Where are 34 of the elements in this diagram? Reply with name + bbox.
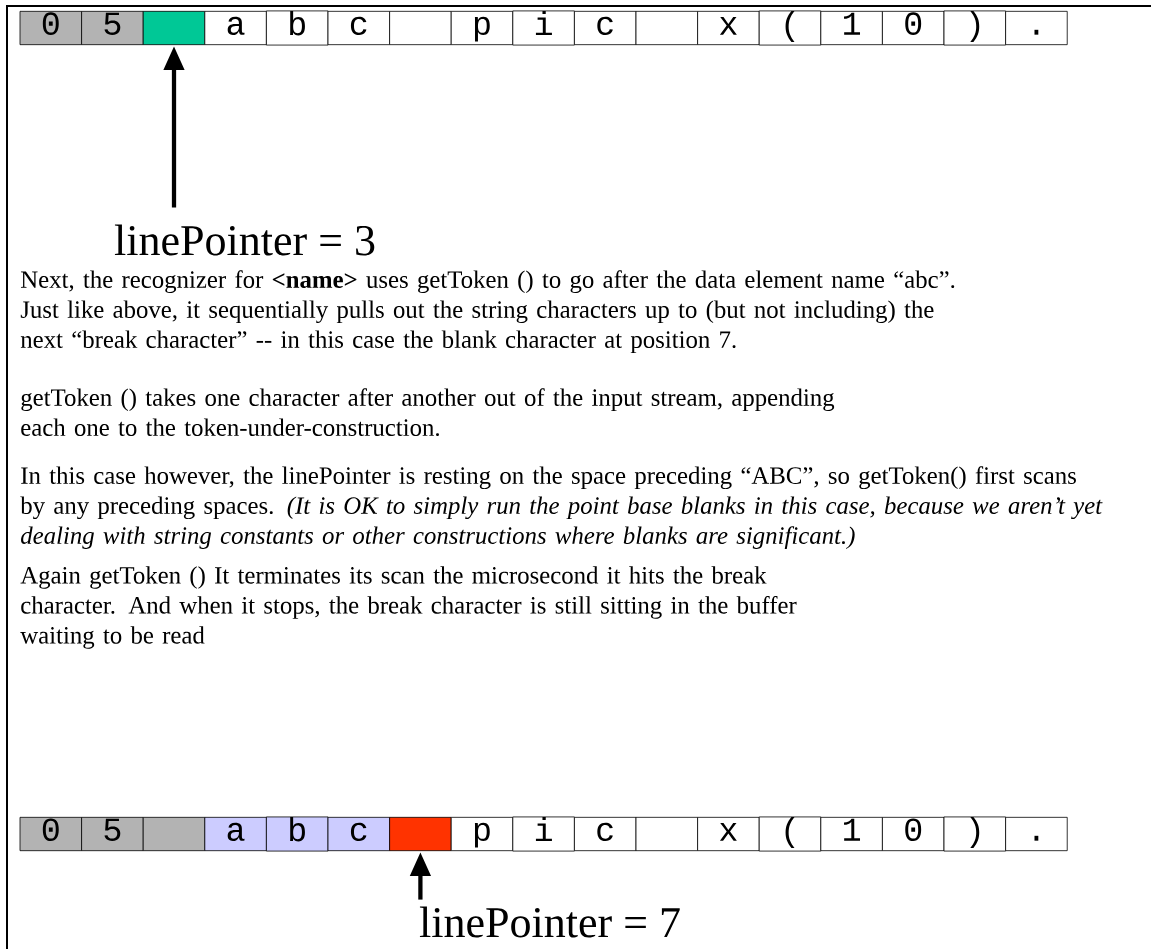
paragraph: getToken () takes one character after another out of the input stream, appending each one to the token-under-construction. bbox=[21, 388, 835, 437]
character-cell: b bbox=[266, 10, 329, 46]
paragraph: In this case however, the linePointer is resting on the space preceding “ABC”, so getToken() first scans by any preceding spaces. (It is OK to simply run the point base blanks in this case, because we aren’t yet dealing with string constants or other constructions where blanks are significant.) bbox=[20, 466, 1103, 549]
pointer-label: linePointer = 7 bbox=[419, 906, 680, 938]
character-cell: a bbox=[204, 816, 267, 852]
character-cell: a bbox=[204, 10, 267, 46]
character-cell: ) bbox=[943, 816, 1006, 852]
character-cell: ) bbox=[943, 10, 1006, 46]
paragraph: Again getToken () It terminates its scan the microsecond it hits the break character. And when it stops, the break character is still sitting in the buffer waiting to be read bbox=[20, 566, 797, 649]
character-cell: c bbox=[327, 10, 390, 46]
character-cell: x bbox=[697, 10, 760, 46]
character-cell: . bbox=[1005, 816, 1068, 852]
character-cell: 0 bbox=[882, 10, 945, 46]
character-cell: 1 bbox=[820, 816, 883, 852]
character-cell: 5 bbox=[81, 10, 144, 46]
character-cell: b bbox=[266, 816, 329, 852]
character-cell: p bbox=[450, 10, 514, 46]
character-cell: 5 bbox=[81, 816, 144, 852]
character-cell: i bbox=[512, 816, 575, 852]
character-cell: c bbox=[574, 816, 637, 852]
character-cell: x bbox=[697, 816, 760, 852]
character-cell: 0 bbox=[19, 10, 82, 46]
pointer-label: linePointer = 3 bbox=[114, 224, 375, 256]
character-cell: 0 bbox=[19, 816, 82, 852]
character-cell: p bbox=[450, 816, 514, 852]
paragraph: Next, the recognizer for <name> uses getToken () to go after the data element name “abc”. Just like above, it sequentially pulls out the string characters up to (but not including) the next “break character” -- in this case the blank character at position 7. bbox=[20, 270, 955, 353]
character-cell: ( bbox=[758, 10, 822, 46]
character-cell: c bbox=[327, 816, 390, 852]
character-cell: c bbox=[574, 10, 637, 46]
character-cell: . bbox=[1005, 10, 1068, 46]
character-cell: 1 bbox=[820, 10, 883, 46]
character-cell: ( bbox=[758, 816, 822, 852]
character-cell: 0 bbox=[882, 816, 945, 852]
character-cell: i bbox=[512, 10, 575, 46]
